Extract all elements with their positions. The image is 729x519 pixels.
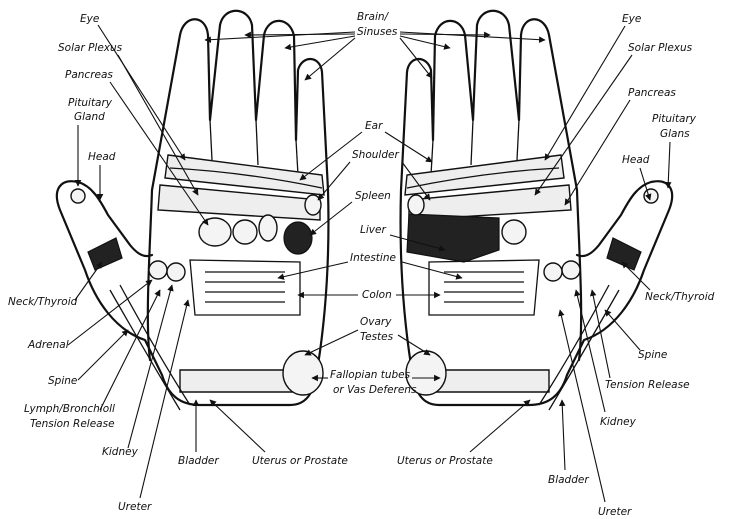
label-uterus-right: Uterus or Prostate <box>397 455 493 467</box>
arrow-brain-l2 <box>245 34 355 35</box>
left-intestine-lines <box>205 272 285 302</box>
arrow-tension-right <box>592 290 610 378</box>
left-neck-band <box>88 238 122 270</box>
arrow-bladder-right <box>562 400 565 470</box>
left-shoulder-organ <box>305 195 321 215</box>
left-ovary-organ <box>283 351 323 395</box>
label-lymph-left: Lymph/Bronchioll <box>24 403 115 415</box>
label-solar-plexus-right: Solar Plexus <box>628 42 693 54</box>
label-kidney-left: Kidney <box>102 446 139 458</box>
label-adrenal-left: Adrenal <box>27 339 69 351</box>
label-spine-left: Spine <box>48 375 77 387</box>
arrow-eye-right <box>545 26 625 160</box>
label-ureter-left: Ureter <box>118 501 152 513</box>
label-pancreas-left: Pancreas <box>65 69 113 81</box>
label-fallopian-1: Fallopian tubes <box>330 369 411 381</box>
arrow-uterus-left <box>210 400 265 452</box>
label-spleen: Spleen <box>355 190 391 202</box>
left-finger-line-2 <box>256 120 258 165</box>
arrow-intestine-right <box>402 262 462 278</box>
arrow-spine-left <box>78 330 128 380</box>
arrow-pituitary-right <box>668 142 670 188</box>
label-bladder-right: Bladder <box>548 474 589 486</box>
label-tension-left: Tension Release <box>30 418 115 430</box>
arrow-ovary-left <box>305 330 358 355</box>
label-pituitary-right-2: Glans <box>660 128 690 140</box>
label-bladder-left: Bladder <box>178 455 219 467</box>
label-colon: Colon <box>362 289 392 301</box>
right-liver-organ <box>407 214 499 262</box>
label-sinuses: Sinuses <box>357 26 398 38</box>
arrow-brain-l1 <box>205 32 355 40</box>
label-shoulder: Shoulder <box>352 149 399 161</box>
left-spleen-organ <box>284 222 312 254</box>
arrow-brain-r4 <box>400 38 432 78</box>
arrow-intestine-left <box>278 262 348 278</box>
label-pituitary-left-1: Pituitary <box>68 97 113 109</box>
left-pancreas-organ <box>199 218 231 246</box>
label-ear: Ear <box>365 120 383 132</box>
label-kidney-right: Kidney <box>600 416 637 428</box>
label-neck-thyroid-left: Neck/Thyroid <box>8 296 78 308</box>
left-kidney-organ <box>167 263 185 281</box>
arrow-neck-left <box>75 262 102 300</box>
label-eye-right: Eye <box>622 13 641 25</box>
label-head-right: Head <box>622 154 650 166</box>
label-spine-right: Spine <box>638 349 667 361</box>
label-pituitary-right-1: Pituitary <box>652 113 697 125</box>
right-hand <box>401 11 673 410</box>
label-fallopian-2: or Vas Deferens <box>333 384 417 396</box>
arrow-uterus-right <box>470 400 530 452</box>
label-tension-right: Tension Release <box>605 379 690 391</box>
left-finger-line-1 <box>210 120 212 160</box>
arrow-solar-plexus-left <box>118 55 198 195</box>
arrow-brain-r1 <box>400 32 545 40</box>
arrow-pancreas-right <box>565 100 630 205</box>
label-testes: Testes <box>360 331 394 343</box>
left-adrenal-organ <box>149 261 167 279</box>
label-neck-thyroid-right: Neck/Thyroid <box>645 291 715 303</box>
label-uterus-left: Uterus or Prostate <box>252 455 348 467</box>
arrow-adrenal-left <box>68 280 152 345</box>
label-head-left: Head <box>88 151 116 163</box>
label-ureter-right: Ureter <box>598 506 632 518</box>
left-spine-line <box>110 290 180 410</box>
arrow-solar-plexus-right <box>535 55 632 195</box>
left-finger-line-3 <box>296 140 298 175</box>
left-colon-frame <box>190 260 300 315</box>
label-solar-plexus-left: Solar Plexus <box>58 42 123 54</box>
label-brain: Brain/ <box>357 11 390 23</box>
label-intestine: Intestine <box>350 252 396 264</box>
label-pancreas-right: Pancreas <box>628 87 676 99</box>
label-ovary: Ovary <box>360 316 392 328</box>
arrow-ovary-right <box>398 335 430 355</box>
left-head-point <box>71 189 85 203</box>
label-eye-left: Eye <box>80 13 99 25</box>
label-pituitary-left-2: Gland <box>74 111 105 123</box>
left-organ-3 <box>259 215 277 241</box>
arrow-spine-right <box>605 310 640 350</box>
left-organ-2 <box>233 220 257 244</box>
label-liver: Liver <box>360 224 386 236</box>
arrow-brain-r3 <box>400 36 450 48</box>
